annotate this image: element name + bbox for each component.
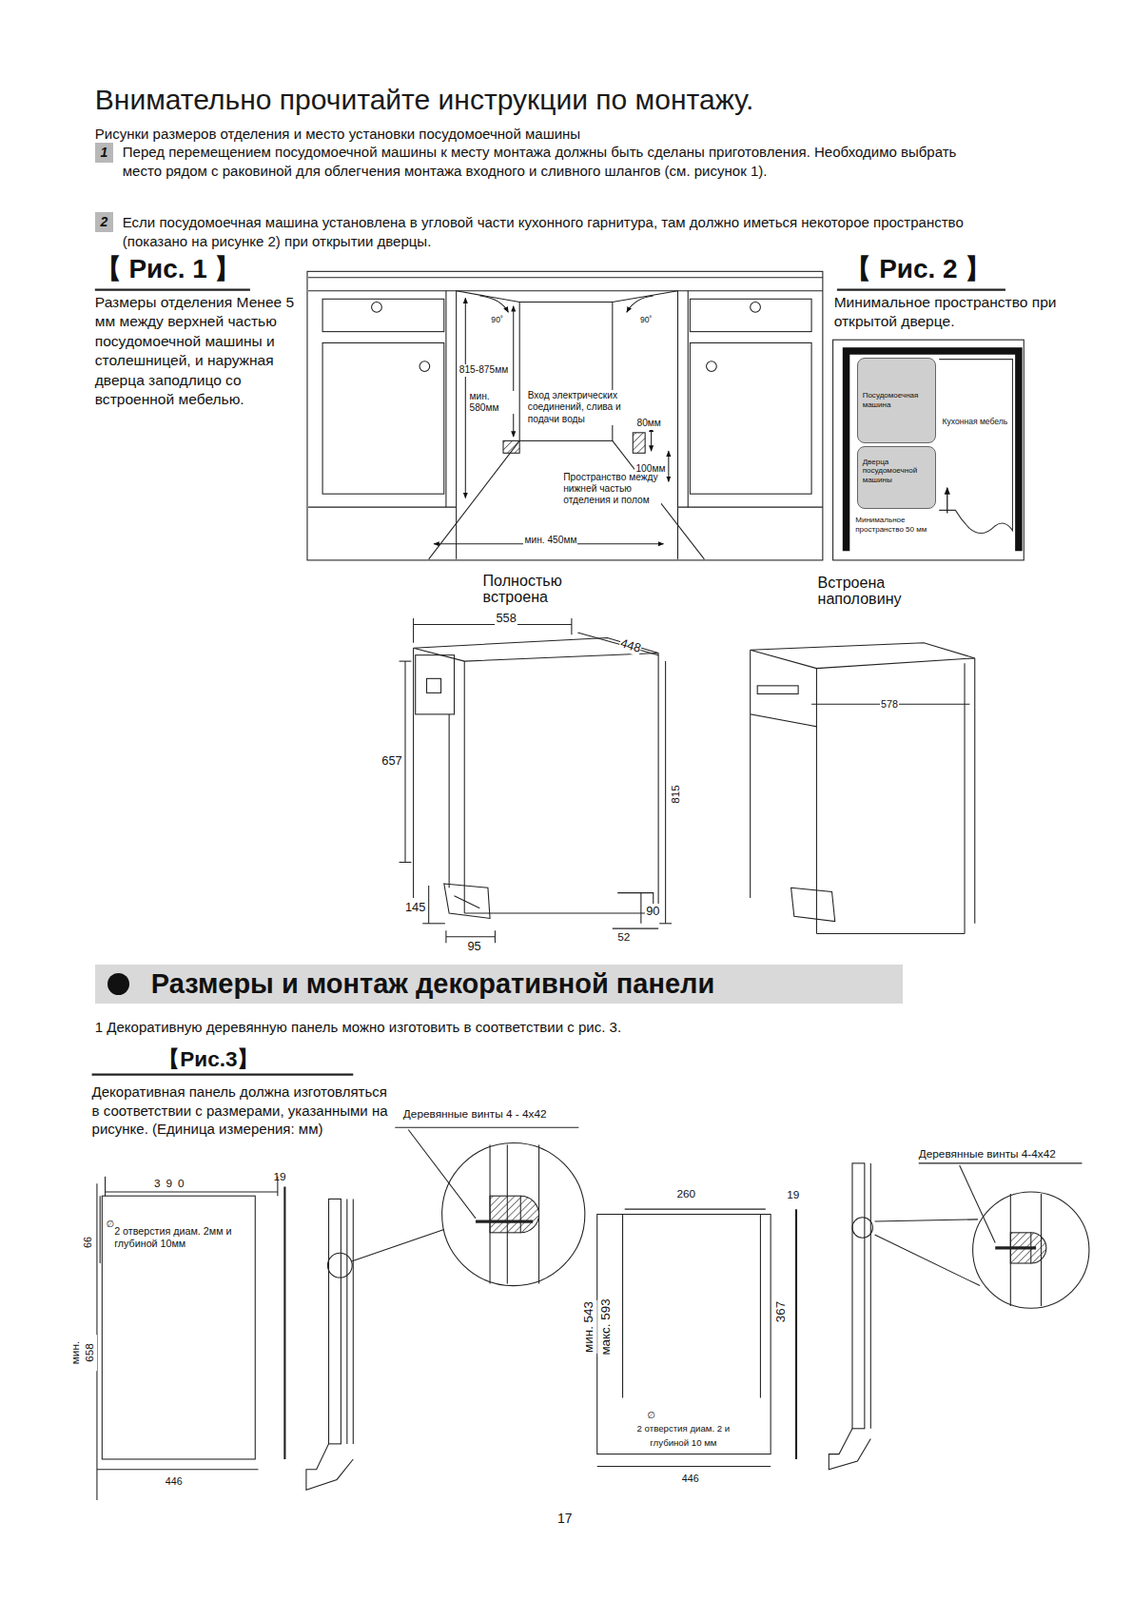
variant-label: Полностью встроена bbox=[483, 572, 596, 606]
section-band: Размеры и монтаж декоративной панели bbox=[95, 964, 903, 1004]
dimension-label: 19 bbox=[786, 1188, 800, 1203]
step-text: 1 Декоративную деревянную панель можно и… bbox=[95, 1018, 622, 1037]
step-number: 2 bbox=[95, 212, 114, 233]
angle-label: 90˚ bbox=[639, 314, 653, 326]
dimension-label: макс. 593 bbox=[598, 1297, 615, 1356]
dimension-label: 260 bbox=[676, 1187, 696, 1202]
dimension-label: 446 bbox=[682, 1472, 700, 1485]
note-label: 2 отверстия диам. 2мм и глубиной 10мм bbox=[114, 1225, 257, 1250]
diameter-symbol: ∅ bbox=[646, 1409, 655, 1422]
callout-label: Деревянные винты 4 - 4x42 bbox=[403, 1107, 547, 1122]
note-label: Пространство между нижней частью отделен… bbox=[562, 471, 662, 508]
diameter-symbol: ∅ bbox=[106, 1218, 115, 1230]
node-text: 1 bbox=[100, 144, 109, 161]
dimension-label: 815-875мм bbox=[458, 364, 509, 377]
dimension-label: 657 bbox=[380, 753, 403, 769]
dimension-label: 145 bbox=[404, 899, 427, 916]
figure-heading: 【 Рис. 2 】 bbox=[844, 253, 992, 287]
dimension-label: 52 bbox=[617, 930, 630, 945]
dimension-label: 90 bbox=[644, 903, 661, 919]
figure-note: Минимальное пространство при открытой дв… bbox=[834, 292, 1064, 332]
dimension-label: 390 bbox=[153, 1176, 192, 1191]
dimension-label: 815 bbox=[668, 783, 684, 805]
dimension-label: 80мм bbox=[636, 417, 663, 430]
dimension-label: 558 bbox=[494, 610, 517, 626]
node-text: Посудомоечная машина bbox=[862, 390, 932, 410]
bullet-dot bbox=[107, 973, 131, 996]
step-number: 1 bbox=[95, 142, 114, 163]
dimension-label: 446 bbox=[165, 1475, 183, 1488]
dimension-label: 448 bbox=[617, 635, 644, 658]
figure-heading: 【Рис.3】 bbox=[157, 1046, 259, 1074]
node-text: Дверца посудомоечной машины bbox=[862, 457, 932, 486]
dishwasher-box: Посудомоечная машина bbox=[857, 357, 937, 444]
dimension-label: 578 bbox=[879, 698, 899, 711]
step-text: Перед перемещением посудомоечной машины … bbox=[122, 142, 965, 180]
note-label: Минимальное пространство 50 мм bbox=[855, 515, 945, 534]
door-box: Дверца посудомоечной машины bbox=[857, 446, 937, 510]
dimension-label: мин. 580мм bbox=[468, 390, 516, 414]
dimension-label: 367 bbox=[772, 1300, 789, 1324]
node-text: 2 bbox=[100, 214, 109, 231]
part-label: Кухонная мебель bbox=[941, 416, 1008, 428]
dimension-label: 66 bbox=[82, 1235, 96, 1250]
dimension-label: мин. 450мм bbox=[523, 534, 578, 547]
node-text: Размеры и монтаж декоративной панели bbox=[151, 967, 716, 1001]
step-text: Если посудомоечная машина установлена в … bbox=[122, 213, 1032, 251]
intro-line: Рисунки размеров отделения и место устан… bbox=[95, 125, 581, 144]
figure-note: Декоративная панель должна изготовляться… bbox=[92, 1082, 394, 1138]
dimension-label: 19 bbox=[273, 1170, 287, 1185]
variant-label: Встроена наполовину bbox=[818, 574, 931, 607]
angle-label: 90˚ bbox=[489, 314, 504, 326]
note-label: Вход электрических соединений, слива и п… bbox=[526, 390, 631, 426]
page-number: 17 bbox=[557, 1510, 573, 1527]
dimension-label: 95 bbox=[467, 938, 481, 955]
figure-heading: 【 Рис. 1 】 bbox=[95, 253, 242, 287]
dimension-label: мин. 658 bbox=[68, 1334, 98, 1371]
note-label: 2 отверстия диам. 2 и глубиной 10 мм bbox=[624, 1421, 742, 1450]
figure-note: Размеры отделения Менее 5 мм между верхн… bbox=[95, 292, 305, 410]
callout-label: Деревянные винты 4-4x42 bbox=[918, 1147, 1056, 1162]
page-title: Внимательно прочитайте инструкции по мон… bbox=[95, 81, 755, 118]
dimension-label: мин. 543 bbox=[581, 1300, 598, 1354]
